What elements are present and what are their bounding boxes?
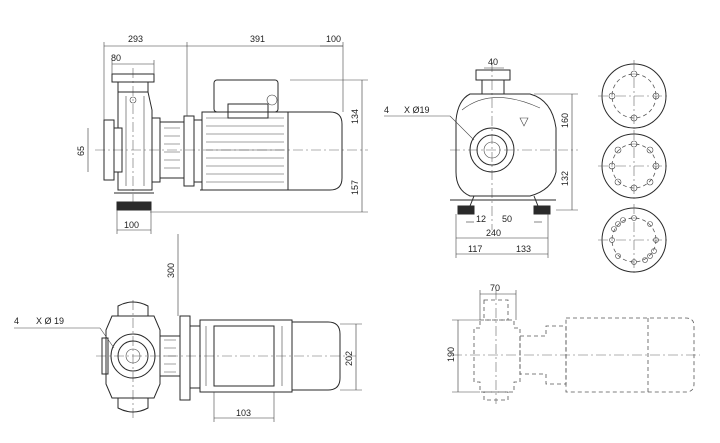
- dim-40: 40: [488, 57, 498, 67]
- dim-134: 134: [350, 109, 360, 124]
- dim-132: 132: [560, 171, 570, 186]
- top-view: 4 X Ø 19 300 202 103: [14, 234, 362, 422]
- dim-100-top: 100: [326, 34, 341, 44]
- dim-293: 293: [128, 34, 143, 44]
- outline-view: 70 190: [446, 283, 700, 404]
- flange-details: [598, 60, 670, 276]
- dim-12: 12: [476, 214, 486, 224]
- side-dim-lines: [87, 42, 368, 234]
- dim-240: 240: [486, 228, 501, 238]
- top-hole-count: 4: [14, 316, 19, 326]
- dim-65: 65: [76, 146, 86, 156]
- dim-300: 300: [166, 263, 176, 278]
- dim-103: 103: [236, 408, 251, 418]
- dim-133: 133: [516, 244, 531, 254]
- dim-80: 80: [111, 53, 121, 63]
- dim-202: 202: [344, 351, 354, 366]
- dim-391: 391: [250, 34, 265, 44]
- front-hole-size: X Ø19: [404, 105, 430, 115]
- side-view: 293 391 100 80 65 134 157 100: [76, 34, 368, 234]
- flange-8-hole: [598, 130, 670, 202]
- dim-190: 190: [446, 347, 456, 362]
- flange-12-hole: [598, 204, 670, 276]
- top-hole-size: X Ø 19: [36, 316, 64, 326]
- dim-100-bottom: 100: [124, 220, 139, 230]
- dim-50: 50: [502, 214, 512, 224]
- dim-160: 160: [560, 113, 570, 128]
- flange-4-hole: [598, 60, 670, 132]
- front-view: 4 X Ø19 40 160 132 12 50 240 117 133: [384, 57, 578, 258]
- dim-117: 117: [468, 244, 482, 254]
- dim-70: 70: [490, 283, 500, 293]
- dim-157: 157: [350, 180, 360, 195]
- front-hole-count: 4: [384, 105, 389, 115]
